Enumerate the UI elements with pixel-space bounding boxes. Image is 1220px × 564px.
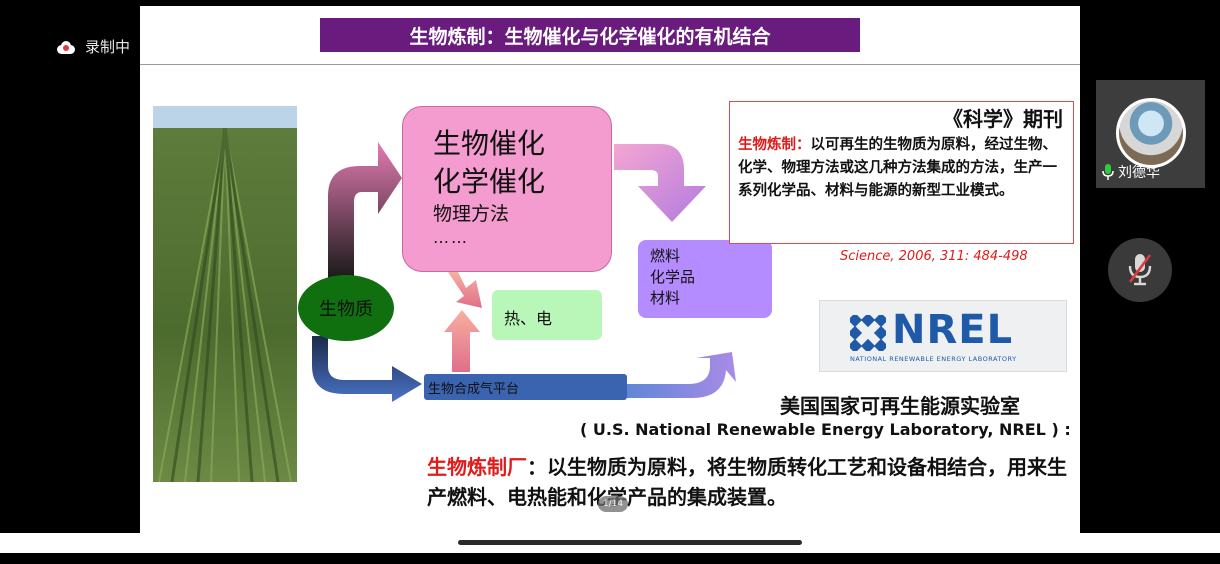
heat-power-box: 热、电: [492, 290, 602, 340]
biomass-node: 生物质: [298, 275, 394, 341]
method-chemcatalysis: 化学催化: [433, 165, 546, 198]
participant-name: 刘德华: [1118, 165, 1160, 181]
syngas-platform-bar: 生物合成气平台: [424, 374, 627, 400]
lab-name-en: ( U.S. National Renewable Energy Laborat…: [580, 420, 1071, 439]
cloud-record-icon: [55, 40, 77, 54]
method-biocatalysis: 生物催化: [433, 127, 546, 160]
science-definition-box: 《科学》期刊 生物炼制：以可再生的生物质为原料，经过生物、化学、物理方法或这几种…: [729, 101, 1074, 244]
nrel-logo: NREL NATIONAL RENEWABLE ENERGY LABORATOR…: [819, 300, 1067, 372]
method-ellipsis: ……: [433, 228, 469, 247]
method-physical: 物理方法: [433, 203, 510, 225]
avatar: [1116, 98, 1186, 168]
science-term: 生物炼制：: [738, 137, 811, 153]
mic-muted-icon: [1128, 254, 1152, 286]
output-fuel: 燃料: [650, 247, 681, 265]
nrel-logo-subtitle: NATIONAL RENEWABLE ENERGY LABORATORY: [850, 355, 1017, 363]
mic-icon: [1102, 164, 1114, 180]
output-chemicals: 化学品: [650, 268, 696, 286]
flow-arrows: [312, 142, 736, 402]
home-indicator[interactable]: [458, 540, 802, 545]
mute-button[interactable]: [1108, 238, 1172, 302]
outputs-box: 燃料 化学品 材料: [638, 240, 772, 318]
output-materials: 材料: [650, 289, 681, 307]
process-methods-box: 生物催化 化学催化 物理方法 ……: [402, 106, 612, 272]
lab-name-cn: 美国国家可再生能源实验室: [780, 394, 1020, 418]
shared-slide: 生物炼制：生物催化与化学催化的有机结合: [140, 6, 1080, 533]
science-body: 生物炼制：以可再生的生物质为原料，经过生物、化学、物理方法或这几种方法集成的方法…: [738, 134, 1063, 203]
nrel-logo-text: NREL: [892, 307, 1014, 353]
science-header: 《科学》期刊: [943, 107, 1063, 131]
slide-title: 生物炼制：生物催化与化学催化的有机结合: [320, 18, 860, 52]
science-definition: 以可再生的生物质为原料，经过生物、化学、物理方法或这几种方法集成的方法，生产一系…: [738, 137, 1057, 199]
cornfield-photo: [153, 106, 297, 482]
recording-label: 录制中: [85, 38, 131, 56]
nrel-mark-icon: [850, 315, 886, 351]
participant-video-tile[interactable]: 刘德华: [1096, 80, 1205, 188]
citation: Science, 2006, 311: 484-498: [840, 249, 1028, 264]
biorefinery-term: 生物炼制厂: [427, 455, 527, 479]
biorefinery-definition: 生物炼制厂：以生物质为原料，将生物质转化工艺和设备相结合，用来生产燃料、电热能和…: [427, 452, 1067, 512]
recording-indicator[interactable]: 录制中: [55, 36, 130, 57]
title-divider: [140, 64, 1080, 65]
page-indicator: 1/14: [598, 496, 628, 512]
